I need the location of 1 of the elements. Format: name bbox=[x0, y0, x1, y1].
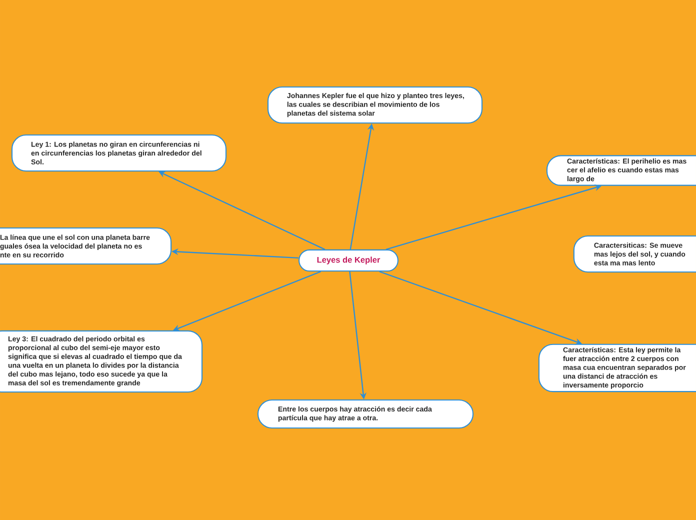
topic-box: Leyes de Kepler bbox=[298, 249, 398, 272]
